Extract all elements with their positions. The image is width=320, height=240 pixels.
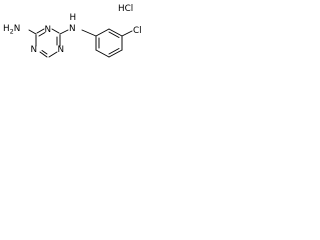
bond-c6-nh [59, 29, 69, 35]
bond-c4-n3 [39, 51, 48, 58]
ring-n-bottom-right: N [58, 45, 65, 55]
amine-group-label: H2N [3, 24, 20, 36]
structure-drawing: H Cl [3, 4, 142, 58]
bond-ph-2-inner [108, 31, 120, 38]
amine-n: N [14, 24, 21, 34]
bond-ph-2 [108, 28, 123, 37]
bond-ph-4-inner [108, 48, 120, 55]
hcl-salt-label: HCl [118, 4, 133, 14]
bond-c2-n1 [36, 28, 45, 34]
bond-ph-4 [108, 49, 123, 58]
linker-n: N [69, 24, 76, 34]
atom-labels: H2N N N N N H Cl [3, 13, 142, 55]
amine-h-count: 2 [10, 28, 14, 36]
bond-ph-1 [95, 28, 110, 37]
bond-n1-c6 [51, 28, 60, 34]
chlorine-label: Cl [133, 26, 142, 36]
ring-n-bottom-left: N [31, 45, 38, 55]
bond-ph-cl [121, 30, 133, 37]
phenyl-ring-bonds [95, 28, 133, 58]
bond-c4-n3-inner [41, 50, 48, 55]
triazine-ring-bonds [35, 28, 61, 58]
amine-h: H [3, 24, 10, 34]
bond-nh-phenyl [81, 29, 97, 37]
bond-ph-5 [95, 49, 110, 58]
ring-n-top: N [45, 25, 52, 35]
substituent-bonds [28, 29, 97, 37]
bond-c2-n1-inner [38, 32, 46, 37]
linker-h: H [70, 13, 77, 23]
bond-n5-c4 [48, 51, 58, 58]
bond-c2-nh2 [28, 29, 37, 35]
